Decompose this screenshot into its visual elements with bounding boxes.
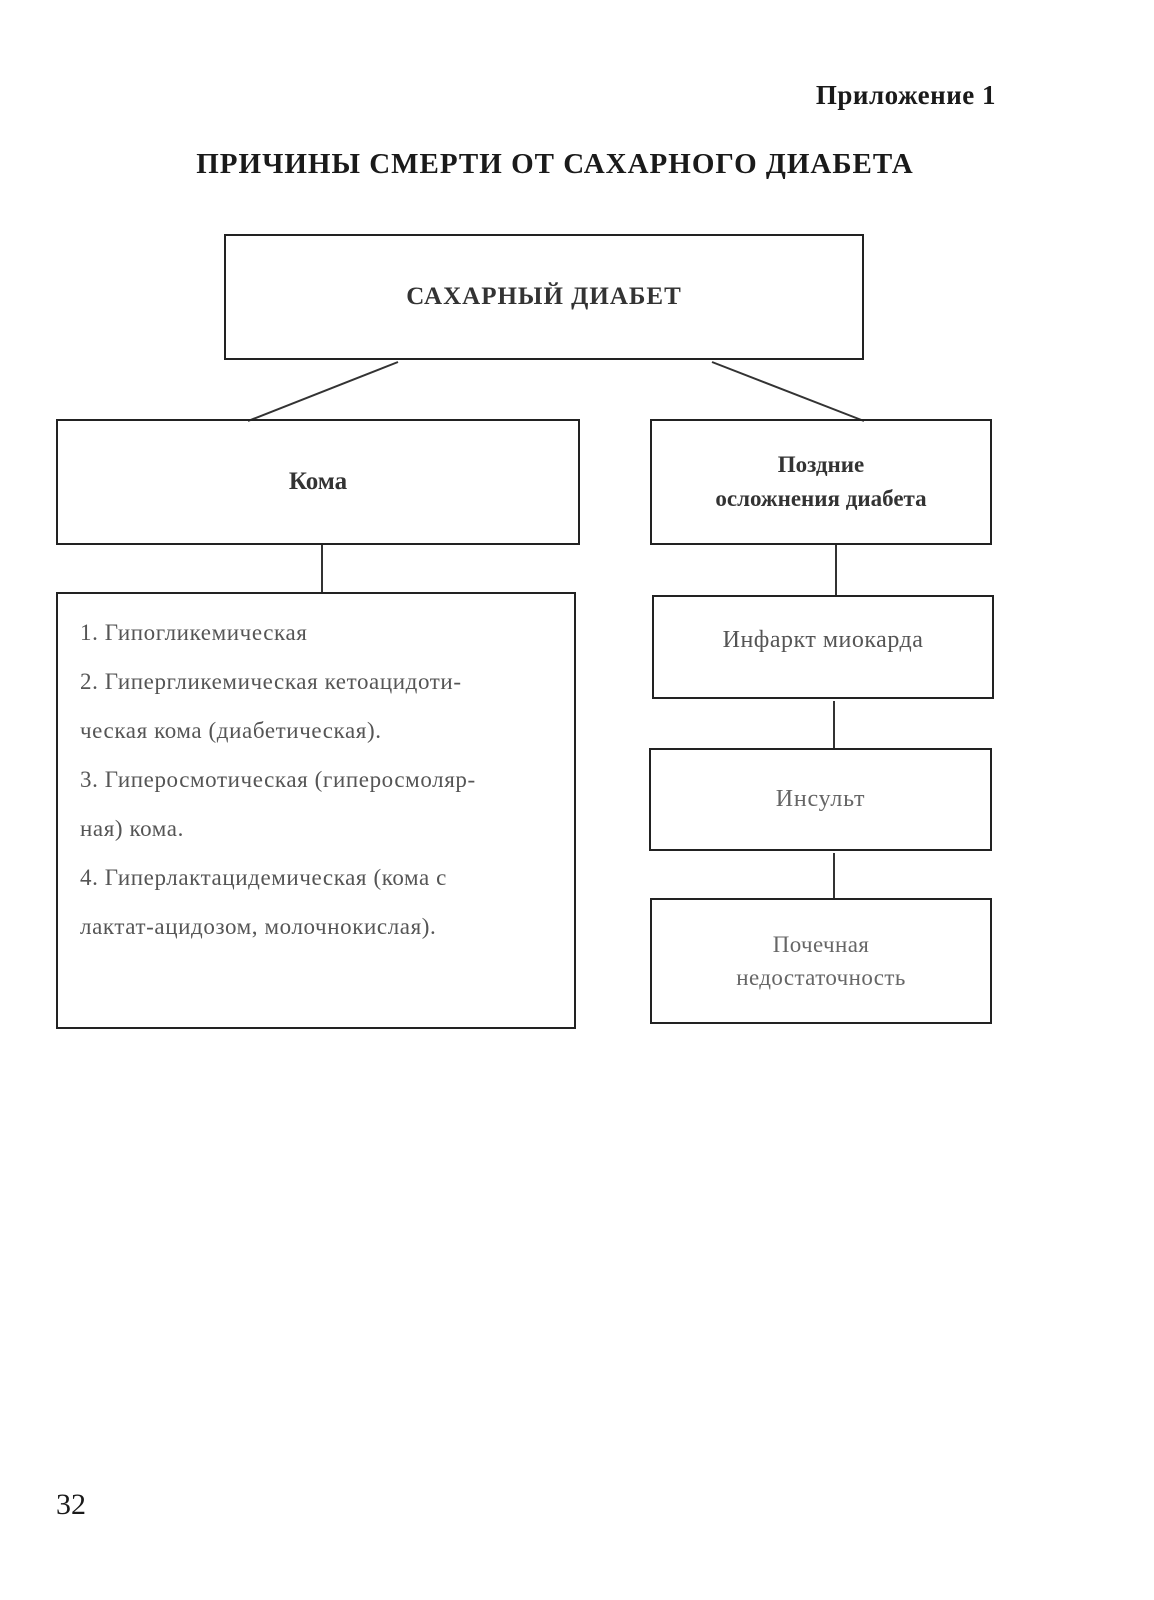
- list-item: 2. Гипергликемическая кетоацидоти-: [80, 669, 462, 694]
- renal-failure-label-line1: Почечная: [772, 931, 870, 957]
- appendix-label: Приложение 1: [815, 80, 996, 110]
- list-item: ческая кома (диабетическая).: [80, 718, 382, 743]
- stroke-label: Инсульт: [775, 786, 866, 812]
- late-complications-box: Поздние осложнения диабета: [650, 419, 992, 545]
- page-number: 32: [56, 1488, 86, 1521]
- infarction-label: Инфаркт миокарда: [722, 627, 924, 653]
- root-box: САХАРНЫЙ ДИАБЕТ: [224, 234, 864, 360]
- connector-root-to-coma: [247, 361, 399, 422]
- list-item: ная) кома.: [80, 816, 184, 841]
- coma-types-list: 1. Гипогликемическая 2. Гипергликемическ…: [80, 608, 476, 951]
- coma-types-box: 1. Гипогликемическая 2. Гипергликемическ…: [56, 592, 576, 1029]
- late-complications-label-line2: осложнения диабета: [715, 486, 927, 511]
- root-label: САХАРНЫЙ ДИАБЕТ: [406, 283, 682, 310]
- late-complications-label-line1: Поздние: [777, 451, 865, 477]
- connector-root-to-late: [711, 361, 865, 422]
- renal-failure-box: Почечная недостаточность: [650, 898, 992, 1024]
- list-item: 1. Гипогликемическая: [80, 620, 308, 645]
- infarction-box: Инфаркт миокарда: [652, 595, 994, 699]
- coma-label: Кома: [288, 468, 348, 495]
- page-title: ПРИЧИНЫ СМЕРТИ ОТ САХАРНОГО ДИАБЕТА: [196, 148, 914, 180]
- list-item: 3. Гиперосмотическая (гиперосмоляр-: [80, 767, 476, 792]
- renal-failure-label-line2: недостаточность: [736, 965, 906, 990]
- stroke-box: Инсульт: [649, 748, 992, 851]
- list-item: лактат-ацидозом, молочнокислая).: [80, 914, 437, 939]
- list-item: 4. Гиперлактацидемическая (кома с: [80, 865, 447, 890]
- coma-box: Кома: [56, 419, 580, 545]
